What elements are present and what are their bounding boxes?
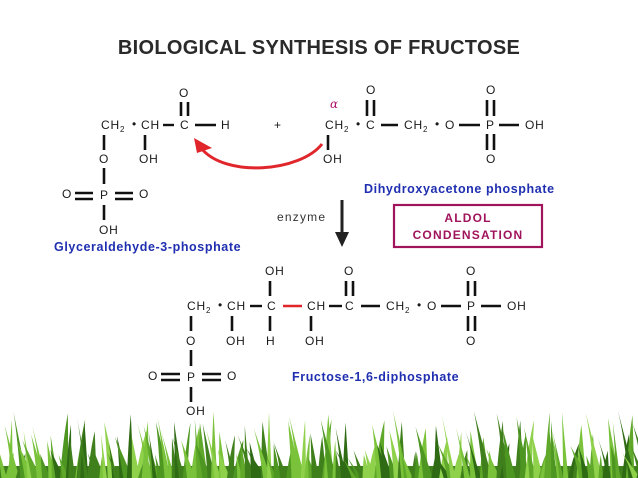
g3p-c1-ch2: CH2 — [101, 118, 125, 134]
red-curved-arrow — [194, 138, 324, 170]
g3p-phosphate-o-left: O — [62, 187, 72, 201]
g3p-carbonyl-oxygen: O — [179, 86, 189, 100]
g3p-phosphorus: P — [100, 188, 109, 202]
f16dp-phosphate-oh-right: OH — [507, 299, 527, 313]
dhap-c2-c: C — [366, 118, 375, 132]
aldol-label-line2: CONDENSATION — [413, 228, 524, 242]
dhap-phosphate-o-bottom: O — [486, 152, 496, 166]
fructose-1-6-diphosphate-structure: OH O O CH2 • CH C CH C CH2 • O P OH O OH… — [148, 264, 527, 418]
dhap-carbonyl-oxygen: O — [366, 83, 376, 97]
grass-decoration — [0, 410, 638, 478]
g3p-dot-1: • — [132, 117, 137, 131]
g3p-c3-c: C — [180, 118, 189, 132]
dhap-c3-ch2: CH2 — [404, 118, 428, 134]
plus-sign: + — [274, 118, 282, 132]
label-enzyme: enzyme — [277, 210, 326, 224]
g3p-phosphate-oh: OH — [99, 223, 119, 237]
f16dp-c2-hydroxyl: OH — [226, 334, 246, 348]
dhap-dot-2: • — [435, 117, 440, 131]
f16dp-carbonyl-oxygen: O — [344, 264, 354, 278]
label-fructose-1-6-diphosphate: Fructose-1,6-diphosphate — [292, 370, 459, 384]
dhap-ester-oxygen: O — [445, 118, 455, 132]
dhap-phosphorus: P — [486, 118, 495, 132]
dhap-c1-ch2: CH2 — [325, 118, 349, 134]
aldol-condensation-box — [392, 203, 544, 249]
f16dp-dot-2: • — [417, 298, 422, 312]
f16dp-c1-ester-oxygen: O — [186, 334, 196, 348]
f16dp-phosphate-o-top: O — [466, 264, 476, 278]
f16dp-phosphorus-right: P — [467, 299, 476, 313]
f16dp-left-phosphate-oh: OH — [186, 404, 206, 418]
glyceraldehyde-3-phosphate-structure: O CH2 • CH C H O OH O P O OH — [62, 86, 230, 237]
f16dp-c3-hydroxyl: OH — [265, 264, 285, 278]
dhap-phosphate-o-top: O — [486, 83, 496, 97]
g3p-ester-oxygen: O — [99, 152, 109, 166]
f16dp-c6-ch2: CH2 — [386, 299, 410, 315]
g3p-hydroxyl: OH — [139, 152, 159, 166]
dhap-phosphate-oh: OH — [525, 118, 545, 132]
slide-title: BIOLOGICAL SYNTHESIS OF FRUCTOSE — [117, 37, 521, 59]
label-dihydroxyacetone-phosphate: Dihydroxyacetone phosphate — [364, 182, 555, 196]
reaction-arrow — [335, 200, 349, 247]
f16dp-c2-ch: CH — [227, 299, 246, 313]
f16dp-left-phosphate-o-left: O — [148, 369, 158, 383]
g3p-c2-ch: CH — [141, 118, 160, 132]
f16dp-c3-c: C — [267, 299, 276, 313]
aldol-label-line1: ALDOL — [444, 211, 491, 225]
dhap-dot-1: • — [356, 117, 361, 131]
f16dp-phosphate-o-bottom: O — [466, 334, 476, 348]
f16dp-c5-c: C — [345, 299, 354, 313]
f16dp-phosphorus-left: P — [187, 370, 196, 384]
f16dp-left-phosphate-o-right: O — [227, 369, 237, 383]
f16dp-c1-ch2: CH2 — [187, 299, 211, 315]
f16dp-c3-hydrogen: H — [266, 334, 275, 348]
g3p-aldehyde-h: H — [221, 118, 230, 132]
dhap-hydroxyl: OH — [323, 152, 343, 166]
f16dp-c4-ch: CH — [307, 299, 326, 313]
f16dp-ester-oxygen: O — [427, 299, 437, 313]
f16dp-c4-hydroxyl: OH — [305, 334, 325, 348]
dihydroxyacetone-phosphate-structure: α O CH2 • C CH2 • O P OH O O OH — [323, 83, 545, 166]
label-glyceraldehyde-3-phosphate: Glyceraldehyde-3-phosphate — [54, 240, 241, 254]
g3p-phosphate-o-right: O — [139, 187, 149, 201]
alpha-carbon-label: α — [330, 97, 338, 111]
f16dp-dot-1: • — [218, 298, 223, 312]
